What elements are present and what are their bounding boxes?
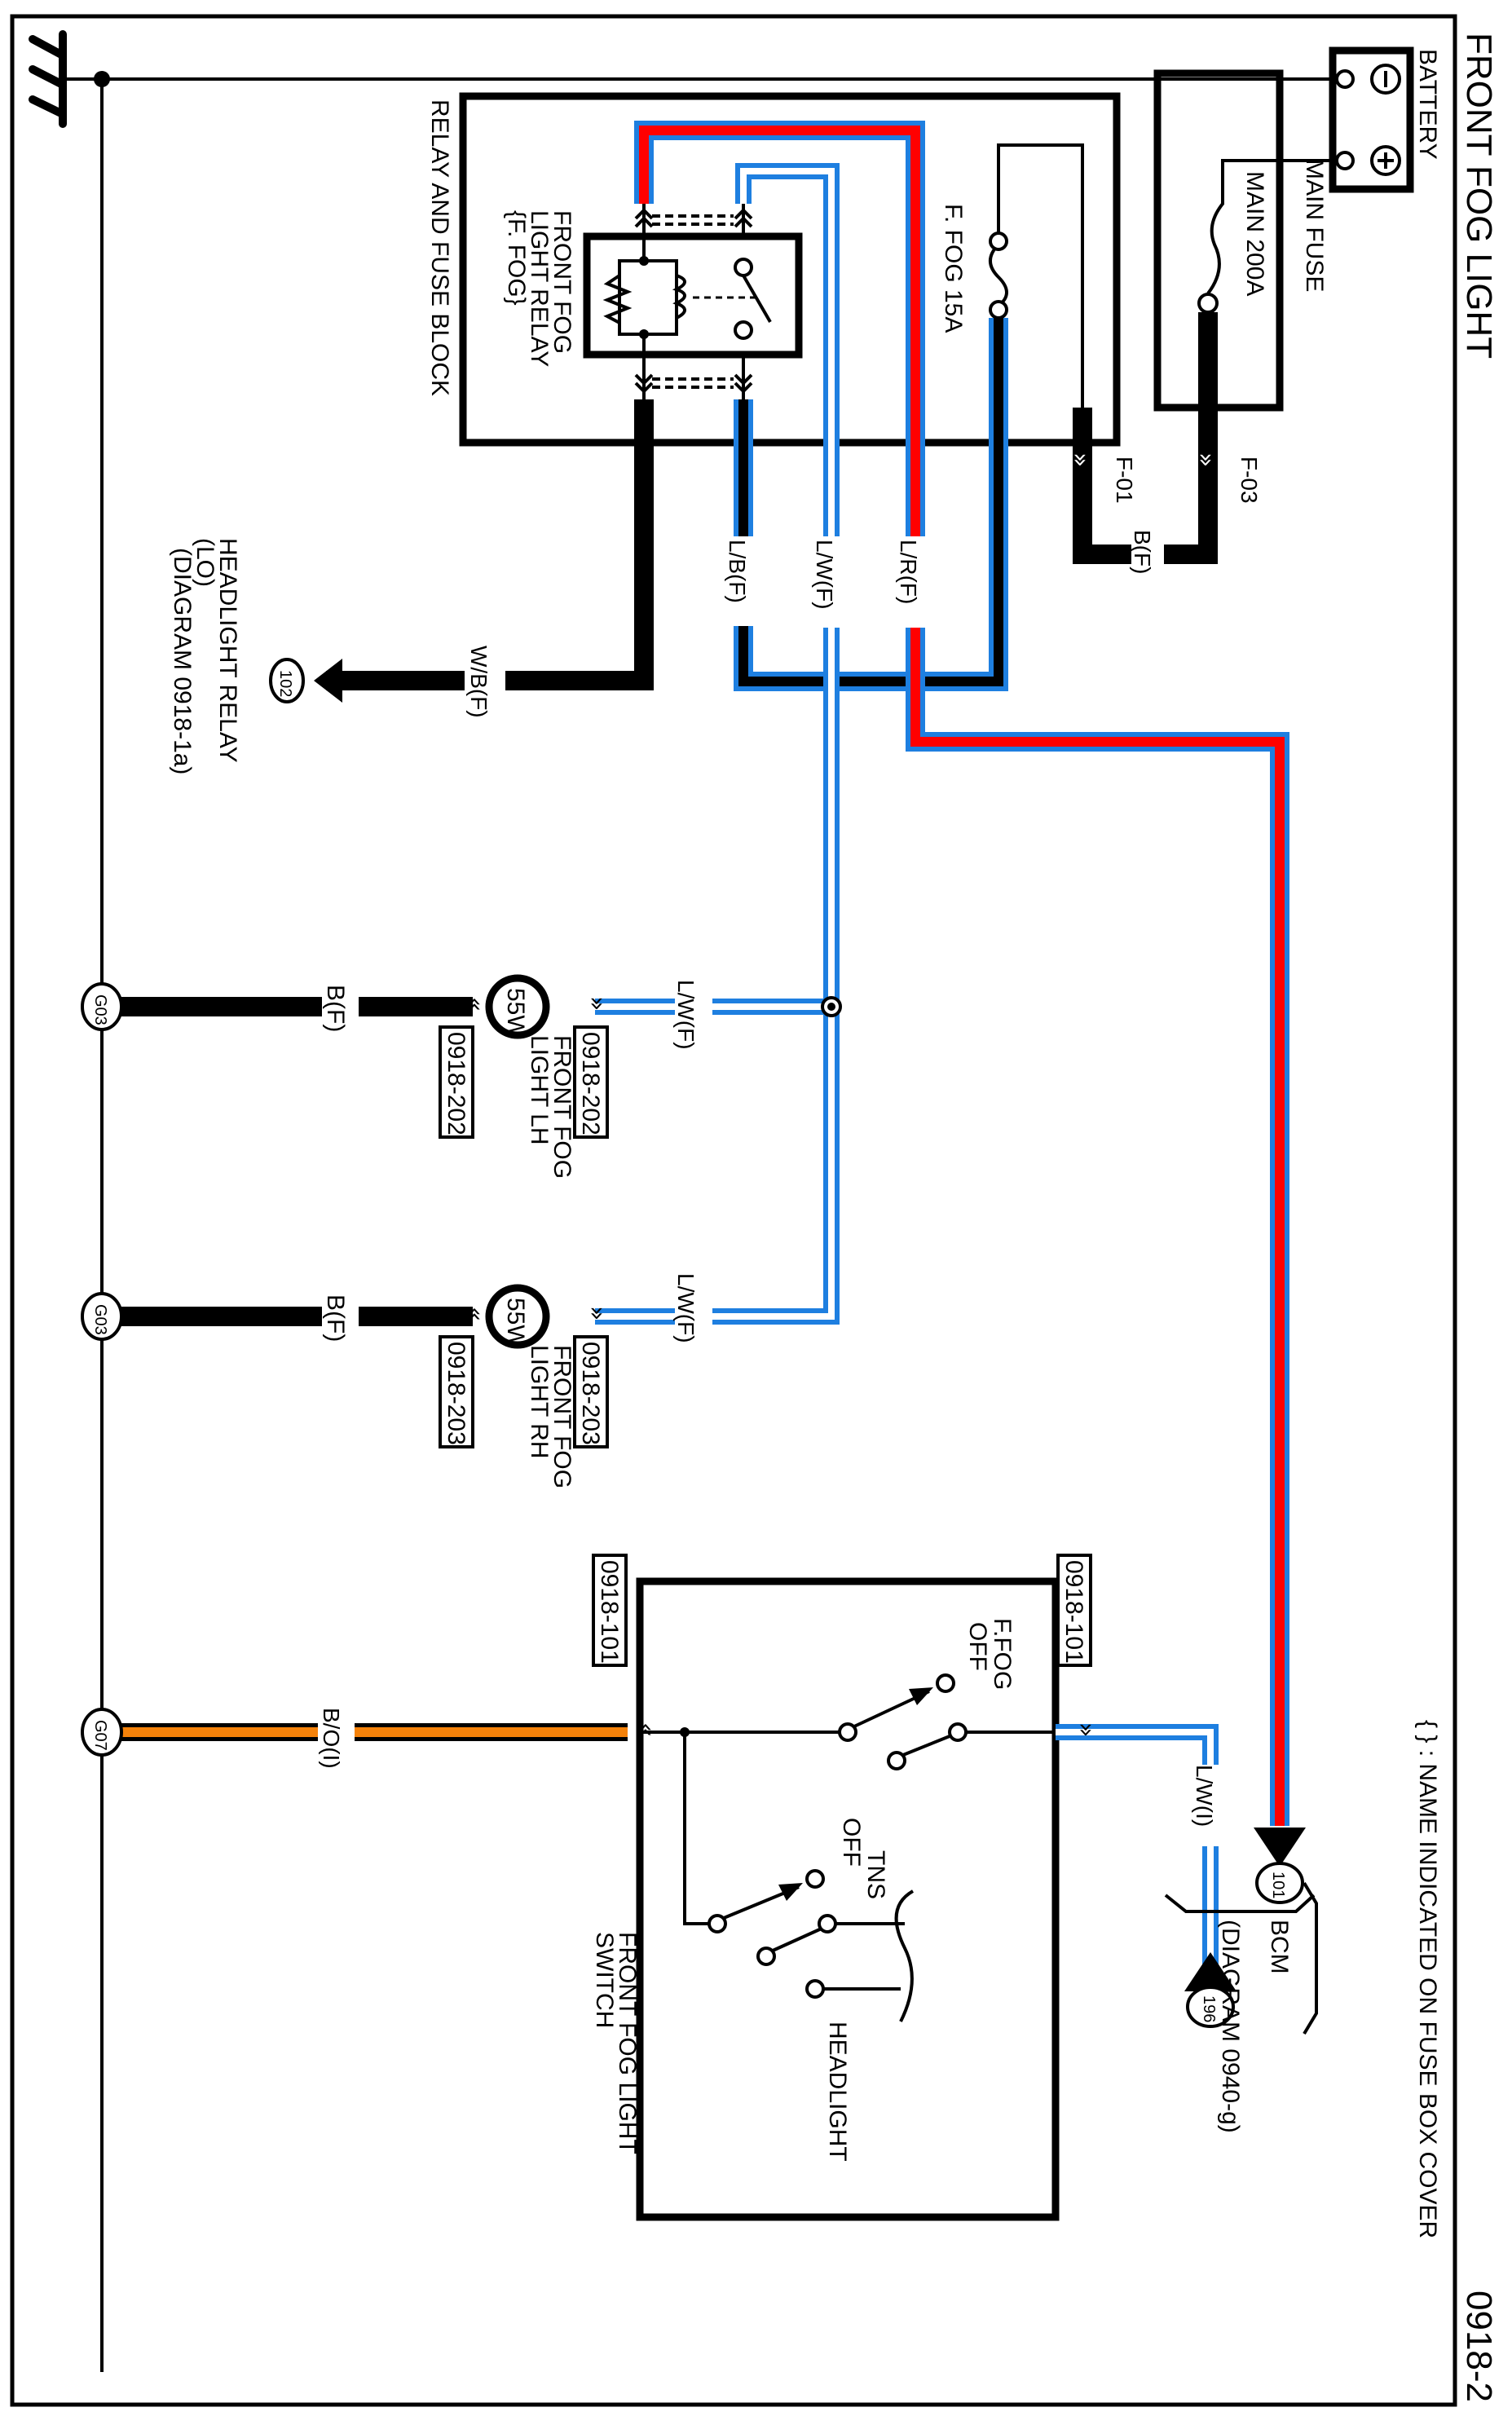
wire-label-lr: L/R(F) [896,540,921,604]
connector-f03: F-03 [1236,456,1262,504]
wire-label-lb: L/B(F) [725,540,750,603]
ffog-fuse-label: F. FOG 15A [940,204,967,333]
ffog-label: F.FOG [989,1618,1016,1690]
main-fuse-element-icon [1206,159,1284,295]
ground-label-lh: G03 [91,994,109,1025]
svg-text:»: » [583,996,611,1011]
wire-label-lw-lh: L/W(F) [673,980,699,1050]
bcm-bracket-icon [1303,1881,1318,2035]
page-number: 0918-2 [1459,2291,1499,2402]
svg-text:»: » [1192,452,1220,467]
fog-lh-line1: FRONT FOG [549,1035,575,1179]
wire-label-wb: W/B(F) [466,646,492,718]
switch-label-line1: FRONT FOG LIGHT [614,1932,641,2154]
main-fuse-rating: MAIN 200A [1241,171,1268,296]
wire-label-lw: L/W(F) [812,540,837,610]
headlight-relay-line1: HEADLIGHT RELAY [214,538,241,763]
front-fog-light-relay [583,204,803,399]
ffog-switch-icon [838,1673,1056,1770]
svg-text:»: » [1072,1722,1100,1737]
wire-lw [595,163,840,1325]
battery-positive-icon [1370,145,1401,176]
svg-text:«: « [632,1722,660,1737]
ffog-fuse-icon [989,243,1008,307]
tns-off-label: OFF [838,1818,865,1867]
battery-negative-icon [1370,64,1401,95]
bcm-ref: (DIAGRAM 0940-g) [1217,1920,1244,2133]
bcm-bracket-visible [1164,1894,1316,1913]
switch-label-line2: SWITCH [591,1932,618,2028]
wire-label-bo: B/O(I) [319,1708,344,1769]
switch-ref-bottom: 0918-101 [596,1560,623,1664]
wire-wb [326,399,654,690]
relay-connector-icons [634,208,753,394]
bcm-terminal-101: 101 [1269,1872,1287,1898]
main-fuse: MAIN FUSE MAIN 200A [1153,69,1328,412]
battery [1329,46,1414,193]
ground-label-rh: G03 [91,1304,109,1335]
svg-text:«: « [461,997,489,1012]
page-frame [10,14,1457,2407]
svg-text:»: » [1066,452,1095,467]
ground-junction-dot [94,71,110,87]
ground-label-switch: G07 [91,1720,109,1751]
svg-text:»: » [583,1306,611,1321]
battery-label: BATTERY [1414,49,1441,160]
connector-f01: F-01 [1112,456,1137,504]
bcm-connector: 101 196 [1184,1828,1318,2035]
fog-rh-line1: FRONT FOG [549,1345,575,1488]
fog-lh-wattage: 55W [502,988,529,1038]
front-fog-light-switch: B/O(I) « F.FOG OFF [121,1554,1092,2221]
front-fog-light-lh: B(F) « 55W » FRONT FOG LIGHT LH 0918-202… [121,974,611,1179]
headlight-relay-connector: 102 [269,658,342,703]
relay-coil-icon [602,236,686,355]
wire-lr [634,121,1289,1826]
ground-g07: G07 [81,1708,123,1757]
fog-rh-line2: LIGHT RH [526,1345,553,1458]
wire-label-lw-rh: L/W(F) [673,1273,699,1343]
ground-g03-rh: G03 [81,1292,123,1341]
fog-rh-ref-top: 0918-203 [577,1342,604,1445]
ground-g03-lh: G03 [81,982,123,1031]
relay-fuse-block-label: RELAY AND FUSE BLOCK [426,99,453,396]
relay-label-line1: FRONT FOG [549,210,575,354]
bcm-terminal-196: 196 [1200,1995,1218,2022]
wire-lw-bcm: » [1056,1722,1219,1964]
switch-ref-top: 0918-101 [1060,1560,1087,1664]
relay-and-fuse-block [459,92,1121,447]
wire-label-main-fuse-link: B(F) [1130,530,1155,574]
front-fog-light-rh: B(F) « 55W » FRONT FOG LIGHT RH 0918-203… [121,1284,611,1488]
ffog-fuse-feed [997,143,1084,408]
diagram-title: FRONT FOG LIGHT [1459,33,1499,359]
fog-lh-ref-bottom: 0918-202 [443,1032,469,1135]
headlight-relay-line3: (DIAGRAM 0918-1a) [169,548,196,774]
bcm-label: BCM [1266,1920,1293,1974]
main-fuse-label: MAIN FUSE [1301,159,1328,292]
svg-text:«: « [461,1307,489,1321]
headlight-relay-line2: (LO) [192,538,218,587]
fog-lh-ref-top: 0918-202 [577,1032,604,1135]
fog-rh-wattage: 55W [502,1298,529,1348]
fog-rh-ref-bottom: 0918-203 [443,1342,469,1445]
headlight-label: HEADLIGHT [824,2022,851,2162]
tns-switch-icon [708,1869,915,2022]
wire-label-lw-bcm: L/W(I) [1192,1765,1217,1827]
relay-label-line2: LIGHT RELAY [526,210,553,367]
fuse-box-note: { } : NAME INDICATED ON FUSE BOX COVER [1414,1720,1441,2238]
headlight-relay-terminal: 102 [276,670,294,697]
wire-label-b-rh: B(F) [322,1294,349,1342]
wire-label-b-lh: B(F) [322,985,349,1032]
fog-lh-line2: LIGHT LH [526,1035,553,1145]
relay-switch-icon [693,258,772,340]
tns-label: TNS [862,1850,889,1899]
ffog-off-label: OFF [964,1622,991,1671]
relay-label-line3: {F. FOG} [503,210,530,306]
